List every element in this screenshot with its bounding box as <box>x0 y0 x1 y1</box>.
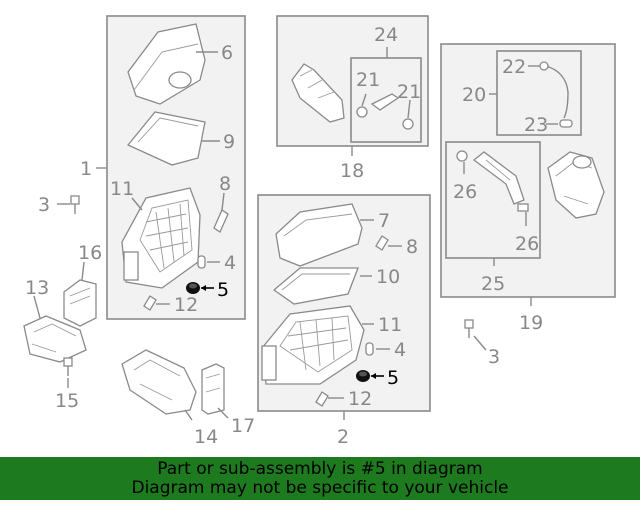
callout-13: 13 <box>25 277 49 299</box>
callout-1: 1 <box>80 158 92 180</box>
callout-21b: 21 <box>397 81 421 103</box>
hose-25 <box>472 151 525 205</box>
callout-11a: 11 <box>110 178 134 200</box>
callout-26b: 26 <box>515 233 539 255</box>
callout-14: 14 <box>194 426 218 448</box>
callout-15: 15 <box>55 390 79 412</box>
callout-19: 19 <box>519 312 543 334</box>
callout-21a: 21 <box>356 69 380 91</box>
callout-23: 23 <box>524 114 548 136</box>
callout-2: 2 <box>337 426 349 448</box>
bolt-3b <box>464 319 474 338</box>
callout-8a: 8 <box>219 173 231 195</box>
grommet-4a <box>197 255 206 269</box>
part-5-highlighted-b <box>356 370 370 382</box>
callout-25: 25 <box>481 273 505 295</box>
intake-hose-18 <box>291 63 345 123</box>
part-16 <box>63 279 97 327</box>
bracket-8a <box>213 209 229 233</box>
air-cleaner-cover-7 <box>275 203 363 267</box>
callout-11b: 11 <box>378 314 402 336</box>
callout-4a: 4 <box>224 252 236 274</box>
grommet-4b <box>365 342 374 356</box>
duct-14 <box>121 349 197 415</box>
clamp-26b <box>517 203 529 212</box>
filter-element-10 <box>272 267 359 305</box>
callout-5a: 5 <box>217 279 229 301</box>
bolt-3a <box>70 195 80 214</box>
resonator-19 <box>547 151 605 219</box>
callout-3b: 3 <box>488 346 500 368</box>
callout-3a: 3 <box>38 194 50 216</box>
callout-20: 20 <box>462 84 486 106</box>
callout-6: 6 <box>221 42 233 64</box>
banner-line-1: Part or sub-assembly is #5 in diagram <box>157 459 483 479</box>
air-cleaner-cover-6 <box>127 23 206 105</box>
callout-26a: 26 <box>453 181 477 203</box>
callout-4b: 4 <box>394 339 406 361</box>
callout-18: 18 <box>340 160 364 182</box>
clip-12a <box>143 295 157 311</box>
callout-12a: 12 <box>174 294 198 316</box>
banner-line-2: Diagram may not be specific to your vehi… <box>131 478 509 498</box>
lower-case-11b <box>261 305 365 385</box>
callout-8b: 8 <box>406 236 418 258</box>
callout-5b: 5 <box>387 367 399 389</box>
filter-element-9 <box>126 111 206 166</box>
clip-12b <box>315 391 329 407</box>
callout-24: 24 <box>374 24 398 46</box>
duct-13 <box>23 315 87 363</box>
callout-17: 17 <box>231 415 255 437</box>
info-banner: Part or sub-assembly is #5 in diagram Di… <box>0 457 640 500</box>
clamp-26a <box>456 150 468 162</box>
callout-7: 7 <box>378 210 390 232</box>
clamp-23 <box>559 119 573 128</box>
clamp-21a <box>356 106 368 118</box>
callout-9: 9 <box>223 131 235 153</box>
parts-diagram: 1 6 9 11 8 4 5 12 3 <box>23 15 616 448</box>
pipe-21 <box>370 93 414 130</box>
callout-10: 10 <box>376 266 400 288</box>
bolt-15 <box>63 357 73 376</box>
callout-12b: 12 <box>348 388 372 410</box>
callout-16: 16 <box>78 242 102 264</box>
callout-22: 22 <box>502 56 526 78</box>
bracket-8b <box>375 235 389 251</box>
part-5-highlighted-a <box>186 282 200 294</box>
lower-case-11 <box>121 187 201 289</box>
part-17 <box>201 363 225 415</box>
